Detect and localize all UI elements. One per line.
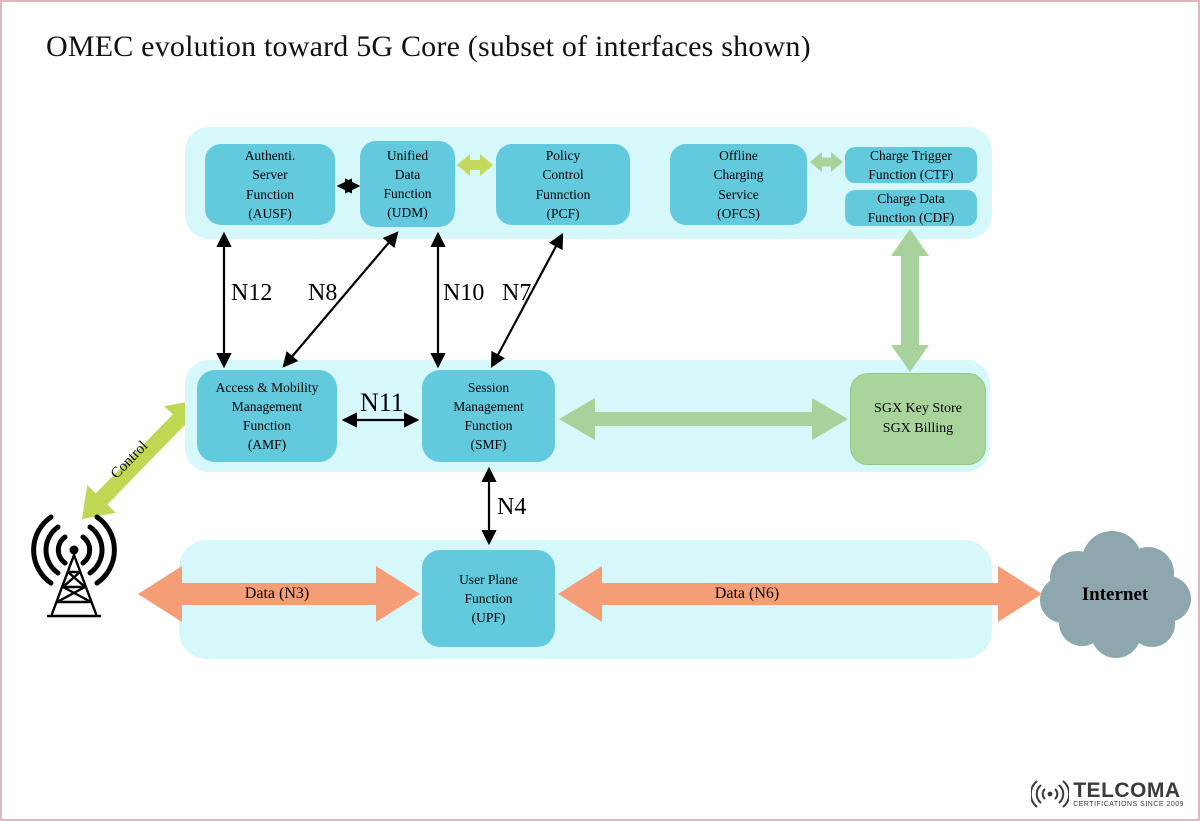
- node-smf: Session Management Function (SMF): [422, 370, 555, 462]
- page-title: OMEC evolution toward 5G Core (subset of…: [46, 30, 811, 63]
- label-n8: N8: [308, 280, 338, 306]
- node-amf: Access & Mobility Management Function (A…: [197, 370, 337, 462]
- label-n4: N4: [497, 494, 527, 520]
- node-upf: User Plane Function (UPF): [422, 550, 555, 647]
- label-control: Control: [107, 438, 152, 483]
- telcoma-logo: TELCOMA CERTIFICATIONS SINCE 2009: [1031, 777, 1184, 811]
- node-udm: Unified Data Function (UDM): [360, 141, 455, 227]
- label-n7: N7: [502, 280, 532, 306]
- label-data-n3: Data (N3): [244, 585, 310, 602]
- telcoma-radio-icon: [1031, 780, 1070, 808]
- label-n11: N11: [360, 388, 404, 417]
- node-ctf: Charge Trigger Function (CTF): [845, 147, 977, 183]
- label-internet: Internet: [1081, 584, 1149, 605]
- label-n12: N12: [231, 280, 273, 306]
- telcoma-logo-tagline: CERTIFICATIONS SINCE 2009: [1073, 800, 1184, 808]
- arrow-cdf-sgx: [891, 229, 929, 372]
- node-sgx: SGX Key Store SGX Billing: [850, 373, 986, 465]
- antenna-icon: [31, 514, 117, 618]
- telcoma-logo-name: TELCOMA: [1073, 778, 1181, 802]
- arrow-n8: [282, 231, 399, 368]
- label-n10: N10: [443, 280, 485, 306]
- node-cdf: Charge Data Function (CDF): [845, 190, 977, 226]
- node-pcf: Policy Control Funnction (PCF): [496, 144, 630, 225]
- node-ofcs: Offline Charging Service (OFCS): [670, 144, 807, 225]
- label-data-n6: Data (N6): [714, 585, 780, 602]
- node-ausf: Authenti. Server Function (AUSF): [205, 144, 335, 225]
